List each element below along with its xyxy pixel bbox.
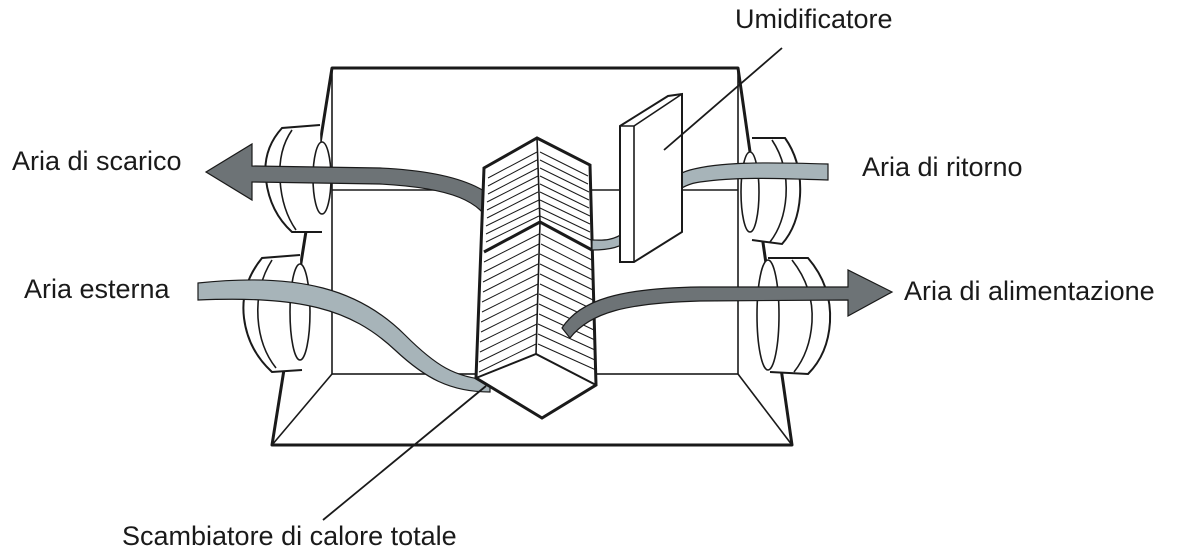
heat-exchanger-core bbox=[474, 136, 598, 420]
return-air-label: Aria di ritorno bbox=[862, 152, 1023, 182]
hatch-upper bbox=[485, 151, 592, 243]
heat-exchanger-leader-line bbox=[322, 385, 487, 521]
heat-exchanger-label: Scambiatore di calore totale bbox=[122, 521, 457, 551]
housing-edge-right bbox=[737, 373, 793, 446]
humidifier-label: Umidificatore bbox=[735, 4, 893, 34]
return-air-stream bbox=[591, 162, 829, 251]
exhaust-air-label: Aria di scarico bbox=[12, 146, 182, 176]
duct-collar-right-lower bbox=[756, 257, 832, 376]
humidifier-leader-line bbox=[663, 47, 783, 151]
housing-edge-left bbox=[271, 373, 333, 446]
duct-collar-right-upper bbox=[740, 137, 802, 246]
supply-air-label: Aria di alimentazione bbox=[904, 276, 1155, 306]
humidifier-panel bbox=[619, 92, 683, 263]
outdoor-air-label: Aria esterna bbox=[24, 274, 171, 304]
duct-collar-left-lower bbox=[242, 254, 311, 374]
supply-air-arrow bbox=[561, 269, 894, 339]
hatch-lower bbox=[478, 233, 597, 373]
outdoor-air-stream bbox=[197, 279, 491, 393]
exhaust-air-arrow bbox=[204, 142, 511, 227]
